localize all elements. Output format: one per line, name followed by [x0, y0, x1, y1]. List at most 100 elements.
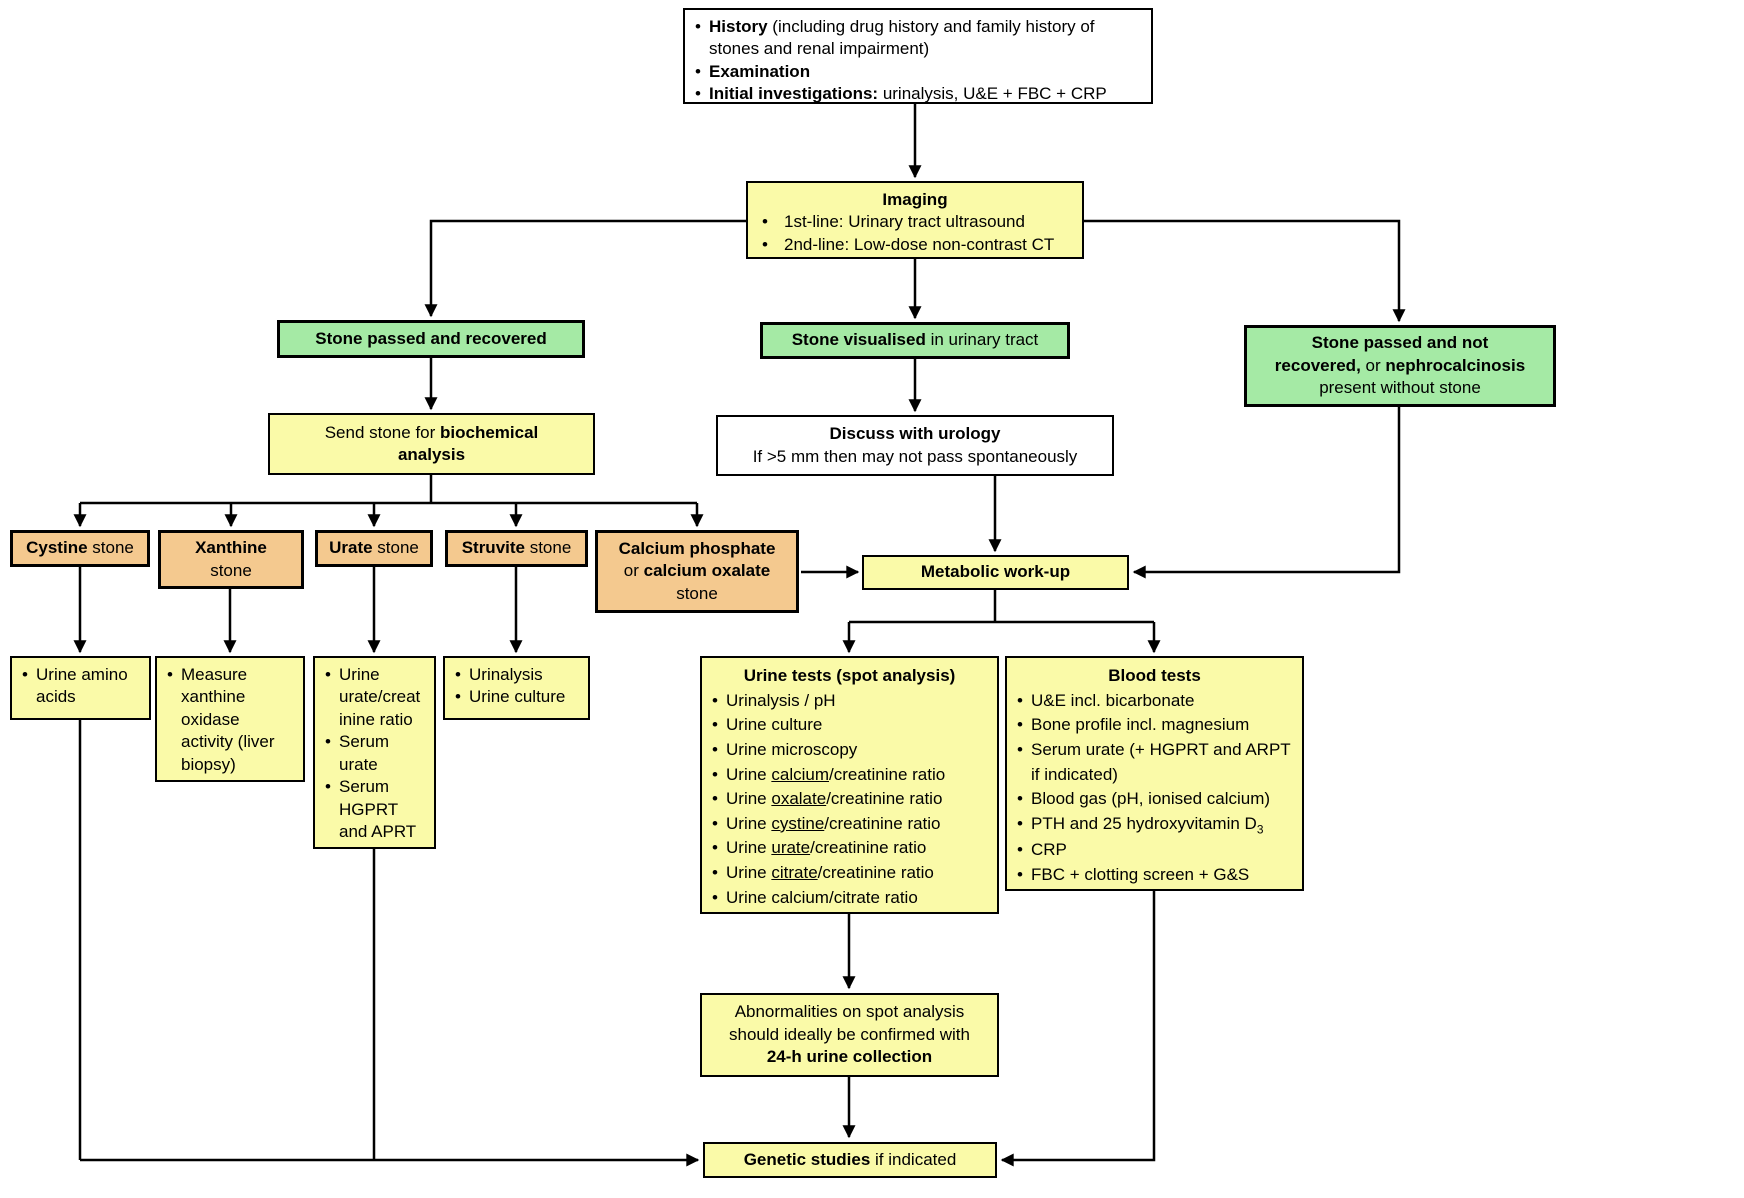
blood-test-item: • Blood gas (pH, ionised calcium): [1017, 787, 1292, 812]
blood-test-text: Blood gas (pH, ionised calcium): [1031, 789, 1271, 809]
arrow-imaging-to-stone-recovered: [424, 219, 746, 318]
blood-test-item: • CRP: [1017, 838, 1292, 863]
blood-test-text: Serum urate (+ HGPRT and ARPT if indicat…: [1031, 739, 1291, 784]
urine-test-item: • Urinalysis / pH: [712, 689, 987, 714]
bullet-icon: •: [455, 665, 461, 684]
bullet-icon: •: [712, 690, 718, 710]
trunk-metabolic-split: [849, 590, 1154, 624]
box-metabolic-workup: Metabolic work-up: [862, 555, 1129, 590]
blood-test-text: Bone profile incl. magnesium: [1031, 715, 1250, 735]
bullet-icon: •: [1017, 739, 1023, 759]
urine-test-item: • Urine oxalate/creatinine ratio: [712, 787, 987, 812]
xanthine-stone-line: stone: [210, 560, 252, 580]
urate-stone-label: Urate stone: [329, 538, 419, 558]
send-stone-line: analysis: [397, 445, 466, 464]
bullet-icon: •: [167, 665, 173, 684]
urine-test-text: Urinalysis / pH: [726, 690, 836, 710]
abnormalities-line: should ideally be confirmed with: [729, 1024, 970, 1044]
box-calcium-stone: Calcium phosphate or calcium oxalate sto…: [595, 530, 799, 613]
genetic-studies-label: Genetic studies if indicated: [743, 1149, 957, 1169]
blood-tests-title: Blood tests: [1108, 666, 1201, 685]
stone-not-recovered-line: present without stone: [1319, 378, 1481, 398]
bullet-icon: •: [762, 234, 768, 254]
box-urate-stone: Urate stone: [315, 530, 433, 567]
urine-test-item: • Urine calcium/citrate ratio: [712, 886, 987, 911]
bullet-icon: •: [1017, 840, 1023, 860]
urine-test-text: Urine microscopy: [726, 739, 858, 759]
bullet-icon: •: [762, 212, 768, 232]
blood-test-item: • U&E incl. bicarbonate: [1017, 689, 1292, 714]
stone-visualised-label: Stone visualised in urinary tract: [791, 330, 1039, 350]
stone-recovered-label: Stone passed and recovered: [315, 328, 547, 348]
cystine-test-text: Urine amino acids: [36, 665, 128, 707]
xanthine-test-text: Measure xanthine oxidase activity (liver…: [181, 665, 275, 774]
xanthine-stone-line: Xanthine: [195, 538, 267, 558]
history-text: History (including drug history and fami…: [709, 17, 1095, 59]
box-stone-visualised: Stone visualised in urinary tract: [760, 322, 1070, 359]
bullet-icon: •: [22, 665, 28, 684]
bullet-icon: •: [695, 84, 701, 104]
bullet-icon: •: [712, 789, 718, 809]
bullet-icon: •: [695, 17, 701, 36]
struvite-test-item: • Urine culture: [455, 686, 578, 708]
bullet-icon: •: [712, 887, 718, 907]
cystine-test-item: • Urine amino acids: [22, 664, 139, 709]
box-stone-recovered: Stone passed and recovered: [277, 320, 585, 358]
urine-test-text: Urine culture: [726, 715, 823, 735]
struvite-test-text: Urinalysis: [469, 665, 543, 684]
imaging-item: • 1st-line: Urinary tract ultrasound: [758, 211, 1072, 233]
urine-test-item: • Urine culture: [712, 713, 987, 738]
blood-test-item: • FBC + clotting screen + G&S: [1017, 863, 1292, 888]
initial-investigations-text: Initial investigations: urinalysis, U&E …: [709, 84, 1107, 104]
box-imaging: Imaging • 1st-line: Urinary tract ultras…: [746, 181, 1084, 259]
bullet-icon: •: [695, 61, 701, 81]
arrow-blood-to-genetic: [1000, 891, 1156, 1167]
box-history: • History (including drug history and fa…: [683, 8, 1153, 104]
cystine-stone-label: Cystine stone: [26, 538, 134, 558]
box-cystine-tests: • Urine amino acids: [10, 656, 151, 720]
bullet-icon: •: [1017, 865, 1023, 885]
bullet-icon: •: [1017, 813, 1023, 833]
box-xanthine-stone: Xanthine stone: [158, 530, 304, 589]
blood-test-text: U&E incl. bicarbonate: [1031, 690, 1195, 710]
bullet-icon: •: [325, 777, 331, 797]
urate-test-text: Serum HGPRT and APRT: [339, 777, 417, 842]
bullet-icon: •: [1017, 789, 1023, 809]
box-genetic-studies: Genetic studies if indicated: [703, 1142, 997, 1178]
calcium-stone-line: stone: [676, 583, 718, 603]
box-struvite-tests: • Urinalysis • Urine culture: [443, 656, 590, 720]
imaging-title: Imaging: [882, 190, 948, 209]
urine-test-item: • Urine urate/creatinine ratio: [712, 836, 987, 861]
blood-test-text: FBC + clotting screen + G&S: [1031, 865, 1250, 885]
calcium-stone-line: Calcium phosphate: [618, 538, 776, 558]
imaging-item: • 2nd-line: Low-dose non-contrast CT: [758, 234, 1072, 256]
blood-test-item: • Bone profile incl. magnesium: [1017, 713, 1292, 738]
urate-test-text: Serum urate: [339, 732, 390, 774]
urine-test-text: Urine cystine/creatinine ratio: [726, 813, 941, 833]
bullet-icon: •: [1017, 690, 1023, 710]
examination-text: Examination: [709, 61, 811, 81]
urate-test-item: • Serum urate: [325, 731, 424, 776]
arrow-imaging-to-stone-not-recovered: [1084, 219, 1406, 323]
discuss-urology-title: Discuss with urology: [829, 424, 1001, 444]
box-blood-tests: Blood tests • U&E incl. bicarbonate • Bo…: [1005, 656, 1304, 891]
urate-test-text: Urine urate/creatinine ratio: [339, 665, 421, 729]
calcium-stone-line: or calcium oxalate: [623, 561, 771, 581]
urine-test-item: • Urine citrate/creatinine ratio: [712, 861, 987, 886]
blood-test-item: • Serum urate (+ HGPRT and ARPT if indic…: [1017, 738, 1292, 787]
arrow-notrecovered-to-metabolic: [1132, 407, 1401, 579]
box-stone-not-recovered: Stone passed and not recovered, or nephr…: [1244, 325, 1556, 407]
bullet-icon: •: [325, 665, 331, 684]
history-item: • Initial investigations: urinalysis, U&…: [695, 83, 1141, 105]
box-cystine-stone: Cystine stone: [10, 530, 150, 567]
box-abnormalities: Abnormalities on spot analysis should id…: [700, 993, 999, 1077]
urate-test-item: • Urine urate/creatinine ratio: [325, 664, 424, 731]
bullet-icon: •: [712, 863, 718, 883]
urine-test-text: Urine urate/creatinine ratio: [726, 838, 927, 858]
urine-tests-title: Urine tests (spot analysis): [743, 666, 956, 685]
bullet-icon: •: [712, 838, 718, 858]
box-urate-tests: • Urine urate/creatinine ratio • Serum u…: [313, 656, 436, 849]
abnormalities-line: 24-h urine collection: [766, 1047, 933, 1067]
stone-not-recovered-line: recovered, or nephrocalcinosis: [1274, 355, 1526, 375]
box-send-stone: Send stone for biochemical analysis: [268, 413, 595, 475]
